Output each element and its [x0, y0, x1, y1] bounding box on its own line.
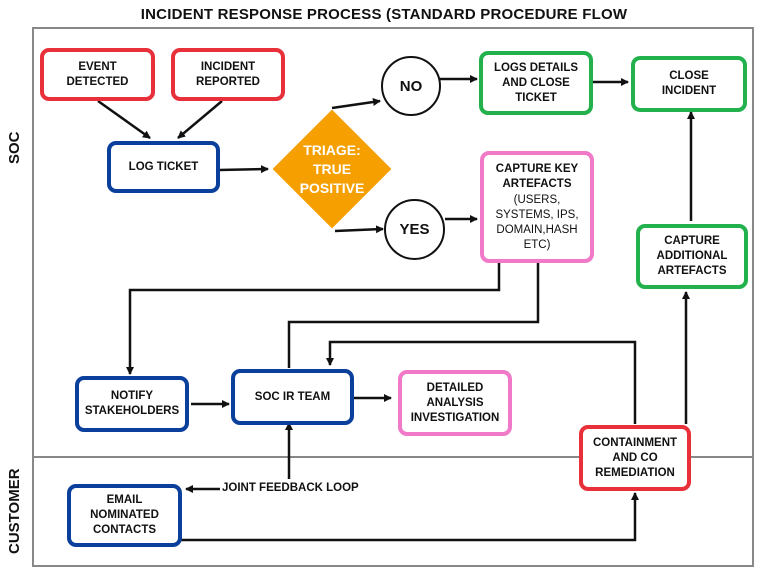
edge-containment-to-socir: [326, 340, 637, 424]
edge-triage-to-no: [331, 98, 381, 110]
lane-label-customer: CUSTOMER: [6, 468, 23, 554]
edge-log-to-triage: [218, 165, 269, 174]
yes-node: YES: [384, 199, 445, 260]
logs-details-close-box: LOGS DETAILS AND CLOSE TICKET: [479, 51, 593, 115]
triage-label: TRIAGE: TRUE POSITIVE: [299, 141, 365, 196]
logs-details-close-label: LOGS DETAILS AND CLOSE TICKET: [493, 61, 579, 104]
capture-key-artefacts-title: CAPTURE KEY ARTEFACTS: [495, 162, 579, 190]
close-incident-box: CLOSE INCIDENT: [631, 56, 747, 112]
edge-capture-to-socir: [287, 262, 540, 368]
no-label: NO: [399, 77, 423, 95]
incident-reported-box: INCIDENT REPORTED: [171, 48, 285, 101]
capture-key-artefacts-detail: (USERS, SYSTEMS, IPS, DOMAIN,HASH ETC): [495, 193, 579, 251]
incident-reported-label: INCIDENT REPORTED: [196, 60, 260, 88]
event-detected-label: EVENT DETECTED: [66, 60, 129, 88]
yes-label: YES: [399, 221, 430, 238]
no-node: NO: [381, 56, 441, 116]
soc-ir-team-label: SOC IR TEAM: [254, 390, 331, 403]
log-ticket-box: LOG TICKET: [107, 141, 220, 193]
notify-stakeholders-box: NOTIFY STAKEHOLDERS: [75, 376, 189, 432]
triage-decision: TRIAGE: TRUE POSITIVE: [272, 109, 392, 229]
detailed-analysis-box: DETAILED ANALYSIS INVESTIGATION: [398, 370, 512, 436]
soc-ir-team-box: SOC IR TEAM: [231, 369, 354, 425]
lane-label-soc: SOC: [6, 131, 23, 164]
containment-remediation-box: CONTAINMENT AND CO REMEDIATION: [579, 425, 691, 491]
lane-frame: [32, 27, 754, 567]
edge-email-to-containment: [181, 492, 639, 542]
email-nominated-contacts-box: EMAIL NOMINATED CONTACTS: [67, 484, 182, 547]
edge-capture-to-notify: [126, 262, 501, 375]
close-incident-label: CLOSE INCIDENT: [661, 70, 717, 97]
containment-remediation-label: CONTAINMENT AND CO REMEDIATION: [592, 436, 678, 479]
email-nominated-contacts-label: EMAIL NOMINATED CONTACTS: [90, 494, 159, 536]
capture-additional-artefacts-label: CAPTURE ADDITIONAL ARTEFACTS: [656, 235, 728, 277]
edge-event-to-log: [97, 99, 151, 140]
log-ticket-label: LOG TICKET: [128, 160, 199, 173]
event-detected-box: EVENT DETECTED: [40, 48, 155, 101]
capture-key-artefacts-box: CAPTURE KEY ARTEFACTS (USERS, SYSTEMS, I…: [480, 151, 594, 263]
diagram-title: INCIDENT RESPONSE PROCESS (STANDARD PROC…: [140, 6, 628, 23]
edge-triage-to-yes: [334, 225, 384, 234]
joint-feedback-loop-label: JOINT FEEDBACK LOOP: [222, 482, 359, 494]
edge-incident-to-log: [177, 100, 223, 139]
notify-stakeholders-label: NOTIFY STAKEHOLDERS: [84, 390, 180, 417]
capture-additional-artefacts-box: CAPTURE ADDITIONAL ARTEFACTS: [636, 224, 748, 289]
detailed-analysis-label: DETAILED ANALYSIS INVESTIGATION: [410, 381, 500, 424]
